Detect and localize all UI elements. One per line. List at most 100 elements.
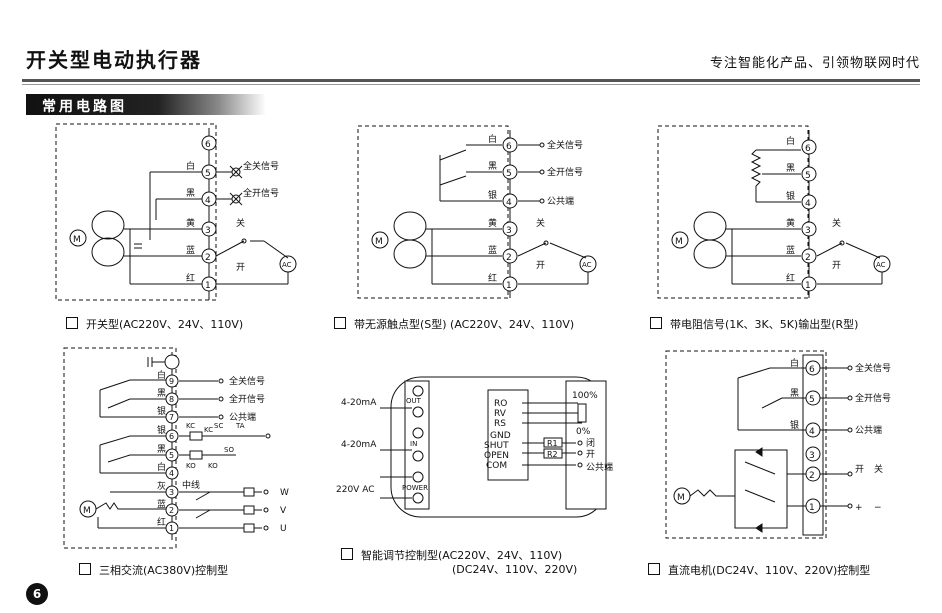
wire-label: 白 — [790, 357, 799, 369]
terminal-label: OPEN — [484, 451, 509, 461]
wire-label: 红 — [186, 272, 195, 284]
checkbox-icon — [648, 563, 660, 575]
wire-label: 白 — [186, 160, 195, 172]
wire-label: 红 — [157, 516, 166, 528]
svg-text:6: 6 — [506, 142, 512, 152]
svg-text:3: 3 — [205, 226, 211, 236]
signal-label: 公共端 — [855, 424, 882, 436]
wire-label: 银 — [488, 189, 497, 201]
svg-text:3: 3 — [506, 226, 512, 236]
signal-label: 4-20mA — [341, 440, 377, 450]
caption-resistor-output: 带电阻信号(1K、3K、5K)输出型(R型) — [650, 316, 858, 332]
signal-label: 公共端 — [547, 195, 574, 207]
motor-label: M — [675, 237, 683, 247]
svg-text:2: 2 — [506, 253, 512, 263]
wire-label: 白 — [157, 369, 166, 381]
svg-text:7: 7 — [169, 413, 174, 422]
phase-label: V — [280, 506, 287, 516]
wire-label: 白 — [488, 133, 497, 145]
open-label: 开 — [236, 262, 245, 273]
terminal-label: SHUT — [484, 441, 509, 451]
signal-label: 全关信号 — [547, 139, 583, 151]
svg-text:+: + — [855, 503, 863, 513]
relay-label: SC — [214, 422, 223, 430]
wire-label: 蓝 — [488, 244, 497, 256]
wire-label: 银 — [157, 405, 166, 417]
diagram-three-phase: 9 8 7 6 5 4 3 2 1 白 黑 银 银 黑 白 灰 蓝 红 全关信号… — [63, 347, 289, 549]
svg-text:4: 4 — [169, 469, 174, 478]
wire-label: 蓝 — [786, 244, 795, 256]
svg-text:3: 3 — [805, 226, 811, 236]
wire-label: 中线 — [182, 479, 200, 491]
wire-label: 蓝 — [157, 498, 166, 510]
caption-text: 开关型(AC220V、24V、110V) — [86, 318, 244, 331]
ac-label: AC — [876, 261, 886, 269]
resistor-label: R1 — [547, 439, 558, 448]
caption-three-phase: 三相交流(AC380V)控制型 — [79, 562, 228, 578]
wire-label: 银 — [786, 190, 795, 202]
wire-label: 灰 — [157, 480, 166, 492]
scale-label: 100% — [572, 391, 598, 401]
checkbox-icon — [334, 317, 346, 329]
svg-text:2: 2 — [809, 471, 815, 481]
caption-dc-motor: 直流电机(DC24V、110V、220V)控制型 — [648, 562, 870, 578]
scale-label: 0% — [576, 427, 591, 437]
state-label: 开 — [586, 449, 595, 460]
svg-text:5: 5 — [805, 171, 811, 181]
svg-text:4: 4 — [805, 199, 811, 209]
svg-text:1: 1 — [809, 503, 815, 513]
ac-label: AC — [582, 261, 592, 269]
wire-label: 黄 — [786, 217, 795, 229]
wire-label: 白 — [786, 135, 795, 147]
svg-text:5: 5 — [506, 169, 512, 179]
terminal-label: GND — [490, 431, 511, 441]
svg-text:1: 1 — [169, 524, 174, 533]
signal-label: 4-20mA — [341, 398, 377, 408]
svg-text:−: − — [874, 503, 882, 513]
relay-label: KO — [208, 462, 218, 470]
resistor-label: R2 — [547, 450, 558, 459]
diagram-dc-motor: 6 5 4 3 2 1 白 黑 银 全关信号 全开信号 公共端 开 关 +− M — [665, 350, 891, 539]
header-rule-thin — [22, 84, 920, 85]
wire-label: 银 — [157, 424, 166, 436]
wire-label: 银 — [790, 419, 799, 431]
caption-switch-type: 开关型(AC220V、24V、110V) — [66, 316, 243, 332]
signal-label: 全开信号 — [855, 392, 891, 404]
open-label: 开 — [832, 260, 841, 271]
close-label: 关 — [832, 217, 841, 229]
caption-text: 带电阻信号(1K、3K、5K)输出型(R型) — [670, 318, 859, 331]
wire-label: 黑 — [157, 388, 166, 399]
checkbox-icon — [341, 548, 353, 560]
svg-text:9: 9 — [169, 377, 174, 386]
state-label: 公共端 — [586, 461, 613, 473]
wire-label: 白 — [157, 461, 166, 473]
checkbox-icon — [79, 563, 91, 575]
svg-text:2: 2 — [169, 506, 174, 515]
motor-label: M — [73, 235, 81, 245]
relay-label: KC — [204, 426, 213, 434]
checkbox-icon — [66, 317, 78, 329]
state-label: 闭 — [586, 437, 595, 449]
phase-label: U — [280, 524, 287, 534]
polarity-label: 开 — [855, 464, 864, 475]
signal-label: 全开信号 — [229, 393, 265, 405]
terminal-label: RS — [494, 419, 506, 429]
caption-text: 直流电机(DC24V、110V、220V)控制型 — [668, 564, 871, 577]
wire-label: 蓝 — [186, 244, 195, 256]
wire-label: 黑 — [786, 163, 795, 174]
svg-text:1: 1 — [805, 281, 811, 291]
svg-text:6: 6 — [809, 365, 815, 375]
diagram-resistor-output: 6 5 4 3 2 1 白 黑 银 黄 蓝 红 M 关 开 AC — [657, 125, 891, 299]
header-rule — [22, 79, 920, 82]
motor-label: M — [83, 506, 91, 516]
svg-text:4: 4 — [205, 196, 211, 206]
checkbox-icon — [650, 317, 662, 329]
signal-label: 全关信号 — [229, 375, 265, 387]
terminal-label: RO — [494, 399, 507, 409]
port-label: POWER — [402, 484, 428, 492]
svg-text:5: 5 — [205, 169, 211, 179]
ac-label: AC — [282, 261, 292, 269]
svg-text:6: 6 — [205, 140, 211, 150]
signal-label: 全开信号 — [243, 187, 279, 199]
